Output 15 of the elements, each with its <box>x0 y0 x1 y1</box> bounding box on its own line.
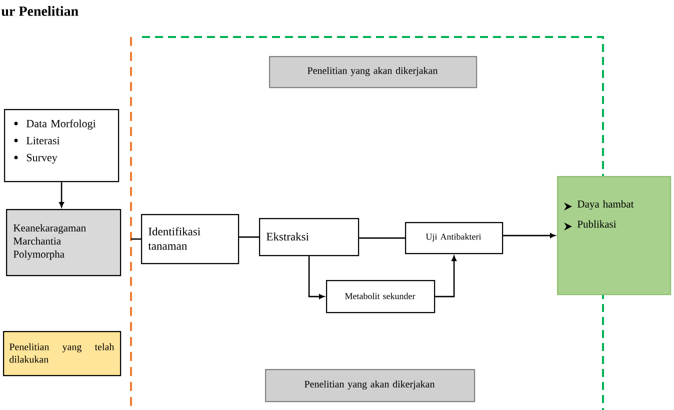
process-box: Keanekaragaman Marchantia Polymorpha <box>6 209 122 276</box>
legend-box: Penelitian yang telah dilakukan <box>3 331 122 376</box>
title: ur Penelitian <box>1 6 78 16</box>
connector-arrow <box>435 256 456 298</box>
process-box: Identifikasi tanaman <box>141 214 240 264</box>
connector-arrow <box>59 182 64 208</box>
result-box: Daya hambat Publikasi <box>557 176 672 296</box>
label-box: Penelitian yang akan dikerjakan <box>269 56 478 88</box>
connector-arrow <box>503 233 556 238</box>
process-box: Ekstraksi <box>259 218 360 256</box>
process-box: Uji Antibakteri <box>405 222 504 254</box>
bullet-list-box: Data Morfologi Literasi Survey <box>4 109 120 182</box>
process-box: Metabolit sekunder <box>326 280 436 314</box>
connector-arrow <box>308 256 324 299</box>
label-box: Penelitian yang akan dikerjakan <box>265 369 476 402</box>
